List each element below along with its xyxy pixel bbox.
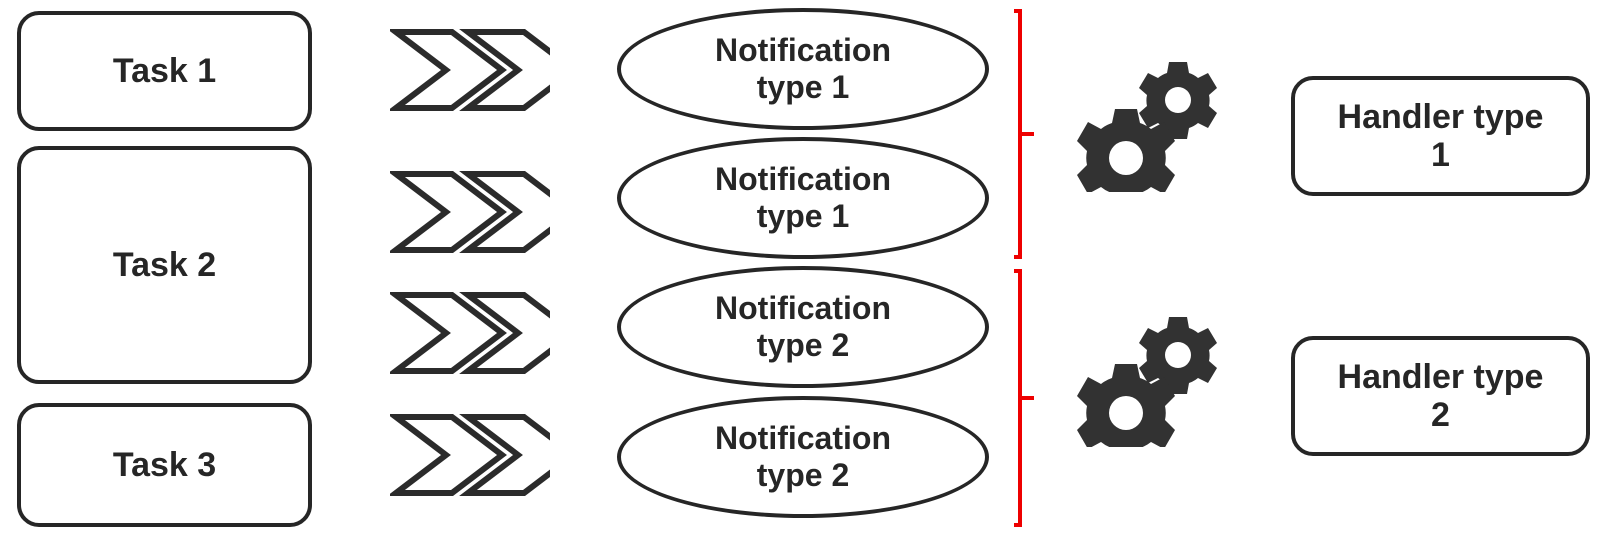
notification-2-line1: Notification: [715, 160, 891, 197]
notification-ellipse-3[interactable]: Notification type 2: [617, 266, 989, 388]
group-bracket-type-1: [1006, 8, 1040, 260]
notification-1-line1: Notification: [715, 31, 891, 68]
task-box-2-label: Task 2: [112, 245, 217, 284]
notification-3-line1: Notification: [715, 289, 891, 326]
handler-1-line1: Handler type: [1337, 97, 1544, 136]
notification-ellipse-4[interactable]: Notification type 2: [617, 396, 989, 518]
notification-ellipse-4-label: Notification type 2: [715, 420, 891, 494]
handler-1-line2: 1: [1431, 136, 1450, 174]
notification-ellipse-2[interactable]: Notification type 1: [617, 137, 989, 259]
handler-box-1-label: Handler type 1: [1322, 98, 1560, 174]
group-bracket-type-2: [1006, 268, 1040, 528]
notification-4-line1: Notification: [715, 419, 891, 456]
task-box-2[interactable]: Task 2: [17, 146, 312, 384]
double-chevron-icon-3: [390, 291, 550, 375]
handler-box-2-label: Handler type 2: [1322, 358, 1560, 434]
notification-3-line2: type 2: [756, 327, 850, 363]
double-chevron-icon-4: [390, 413, 550, 497]
gears-icon-2: [1072, 317, 1222, 447]
double-chevron-icon-1: [390, 28, 550, 112]
notification-1-line2: type 1: [756, 69, 850, 105]
notification-4-line2: type 2: [756, 457, 850, 493]
handler-2-line2: 2: [1431, 396, 1450, 434]
task-box-3-label: Task 3: [112, 445, 217, 484]
notification-ellipse-1[interactable]: Notification type 1: [617, 8, 989, 130]
gears-icon-1: [1072, 62, 1222, 192]
notification-ellipse-1-label: Notification type 1: [715, 32, 891, 106]
task-box-1-label: Task 1: [112, 51, 217, 90]
double-chevron-icon-2: [390, 170, 550, 254]
notification-ellipse-3-label: Notification type 2: [715, 290, 891, 364]
handler-2-line1: Handler type: [1337, 357, 1544, 396]
notification-ellipse-2-label: Notification type 1: [715, 161, 891, 235]
task-box-1[interactable]: Task 1: [17, 11, 312, 131]
handler-box-2[interactable]: Handler type 2: [1291, 336, 1590, 456]
handler-box-1[interactable]: Handler type 1: [1291, 76, 1590, 196]
notification-2-line2: type 1: [756, 198, 850, 234]
task-box-3[interactable]: Task 3: [17, 403, 312, 527]
